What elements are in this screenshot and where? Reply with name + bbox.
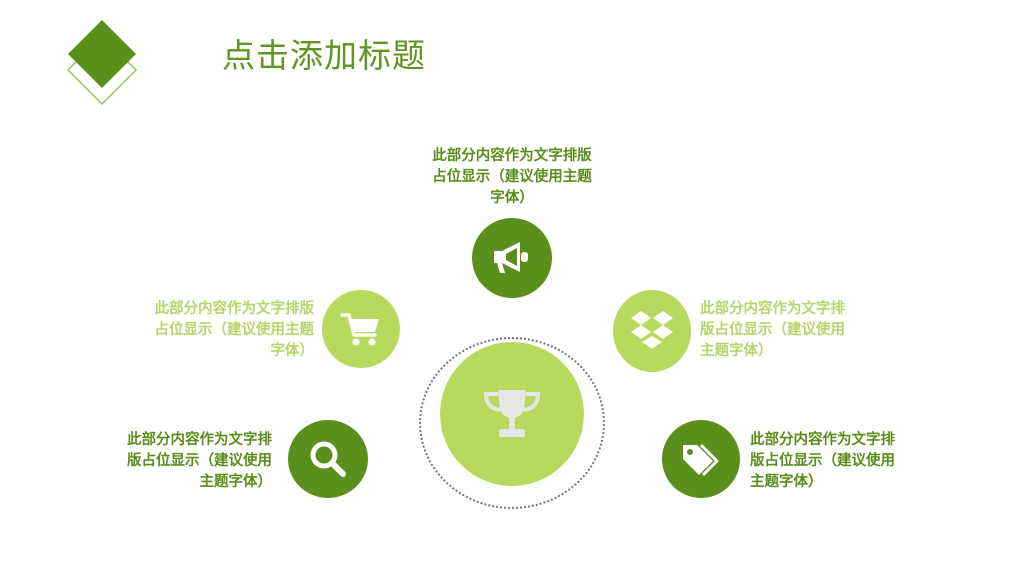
tags-icon: [679, 439, 723, 479]
megaphone-circle: [472, 218, 552, 298]
cart-circle: [322, 290, 400, 368]
diamond-logo: [60, 16, 150, 106]
page-title: 点击添加标题: [222, 36, 426, 75]
caption-right-lower: 此部分内容作为文字排 版占位显示（建议使用 主题字体）: [750, 432, 895, 490]
trophy-icon: [480, 386, 544, 442]
dropbox-icon: [629, 309, 675, 353]
shopping-cart-icon: [339, 309, 383, 349]
caption-left-lower: 此部分内容作为文字排 版占位显示（建议使用 主题字体）: [127, 432, 272, 490]
tags-circle: [662, 420, 740, 498]
trophy-circle: [440, 342, 584, 486]
megaphone-icon: [490, 238, 534, 278]
search-icon: [308, 439, 348, 479]
caption-top: 此部分内容作为文字排版 占位显示（建议使用主题 字体）: [432, 148, 592, 206]
caption-right-upper: 此部分内容作为文字排 版占位显示（建议使用 主题字体）: [700, 301, 845, 359]
caption-left-upper: 此部分内容作为文字排版 占位显示（建议使用主题 字体）: [154, 301, 315, 359]
search-circle: [288, 420, 368, 498]
dotted-ring: [419, 337, 605, 509]
dropbox-circle: [613, 290, 691, 372]
